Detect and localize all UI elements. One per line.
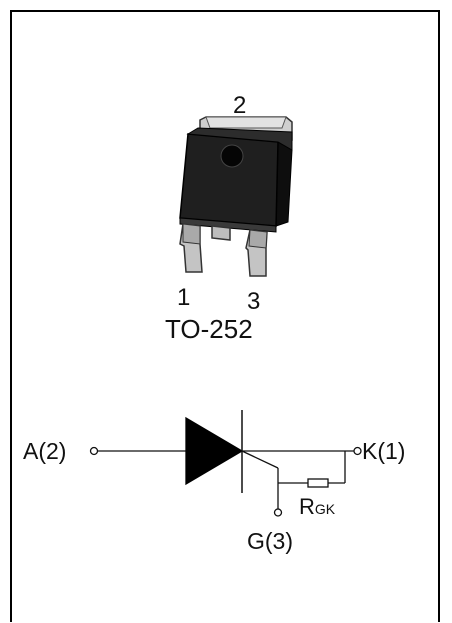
rgk-resistor [307, 478, 329, 488]
rgk-label-main: R [299, 494, 315, 519]
pin-left-label: 1 [177, 284, 190, 311]
package-name-label: TO-252 [165, 314, 253, 344]
diode-triangle [185, 416, 244, 486]
anode-terminal [89, 446, 99, 456]
to252-package-drawing [179, 116, 293, 277]
pin-top-label: 2 [233, 92, 246, 119]
thyristor-schematic [89, 410, 362, 517]
rgk-label-sub: GK [315, 501, 336, 517]
rgk-label: RGK [299, 494, 336, 519]
pin-right-label: 3 [247, 288, 260, 315]
gate-label: G(3) [247, 528, 293, 554]
center-lead-stub [211, 225, 231, 241]
package-dimple [220, 144, 244, 168]
cathode-label: K(1) [362, 438, 405, 464]
anode-label: A(2) [23, 438, 66, 464]
diagram-frame [10, 10, 440, 622]
cathode-terminal [353, 446, 362, 456]
gate-terminal [273, 508, 283, 517]
